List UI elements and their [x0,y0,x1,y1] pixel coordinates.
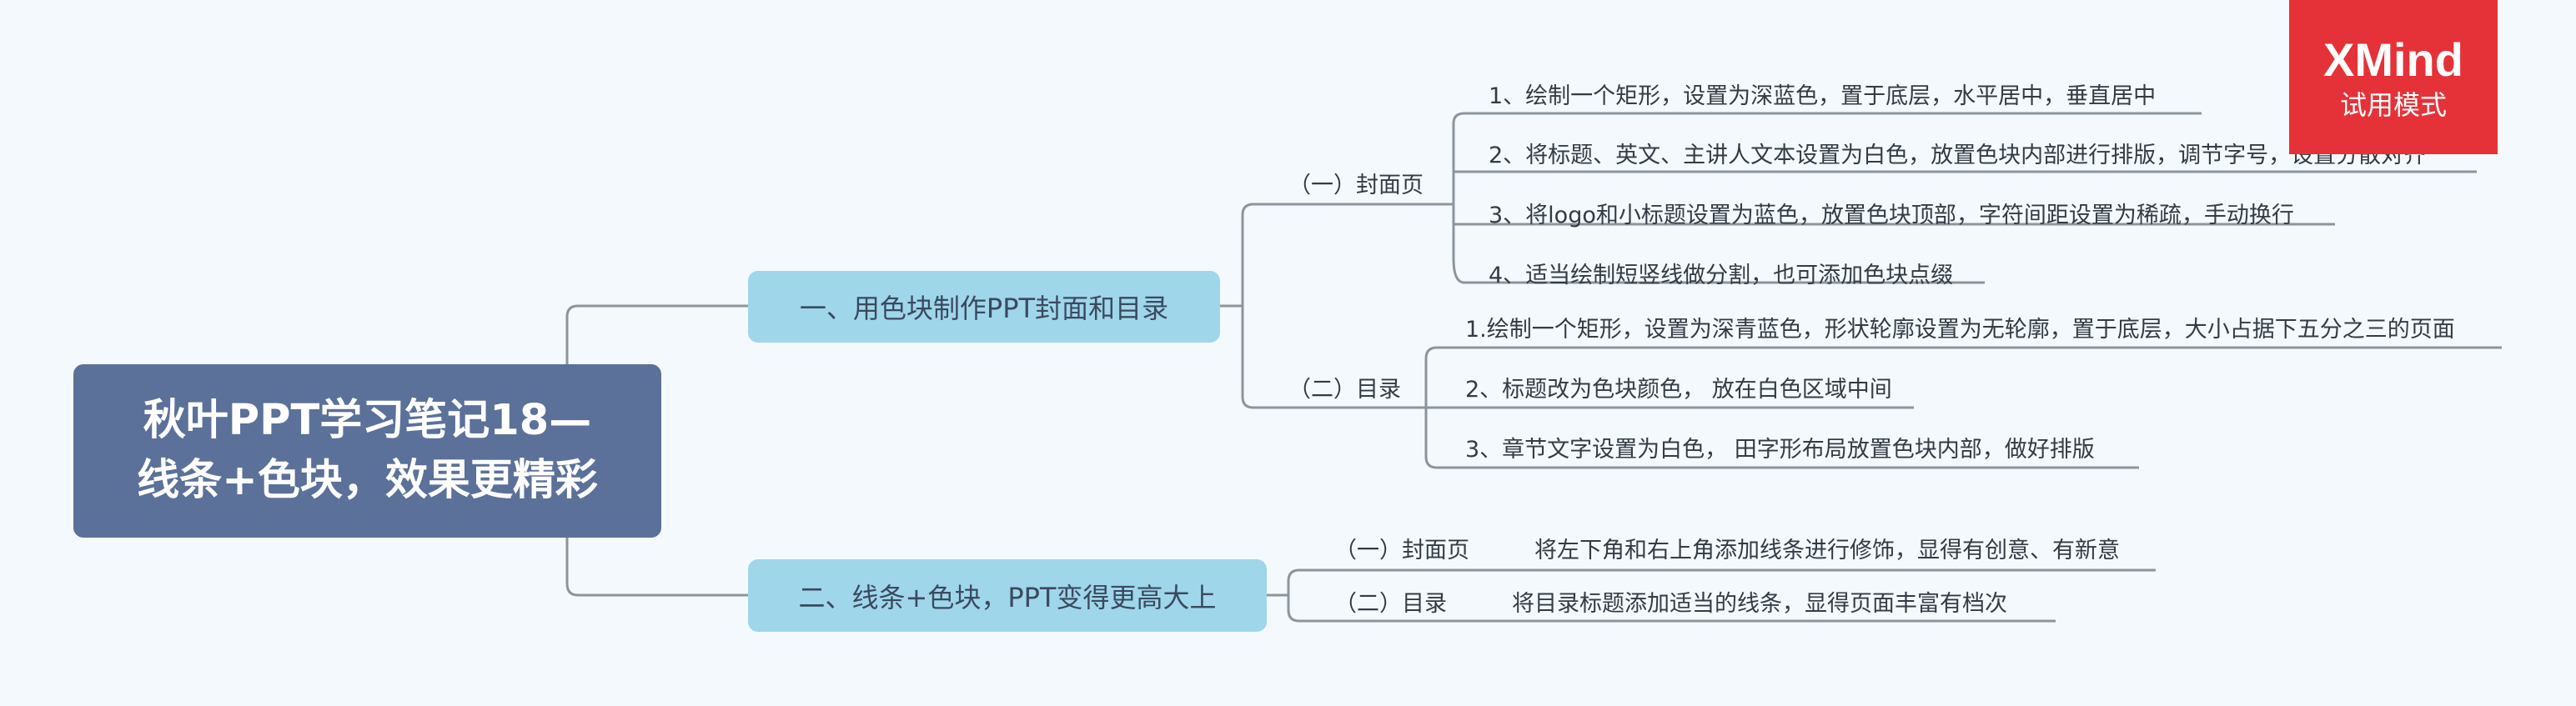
leaf-toc-3[interactable]: 3、章节文字设置为白色， 田字形布局放置色块内部，做好排版 [1465,437,2095,463]
connector-root-main2 [565,538,748,597]
leaf-toc-lines[interactable]: 将目录标题添加适当的线条，显得页面丰富有档次 [1512,591,2007,617]
leaf-cover-3[interactable]: 3、将logo和小标题设置为蓝色，放置色块顶部，字符间距设置为稀疏，手动换行 [1489,203,2294,228]
connector-main1-sub1 [1220,203,1434,308]
leaf-toc-2[interactable]: 2、标题改为色块颜色， 放在白色区域中间 [1465,377,1892,403]
main-topic-2[interactable]: 二、线条+色块，PPT变得更高大上 [748,559,1267,632]
connector-main2-sub2 [1287,595,2056,623]
root-topic-line1: 秋叶PPT学习笔记18— [143,396,592,445]
xmind-trial-watermark: XMind 试用模式 [2289,0,2498,154]
connector-main1-sub2 [1241,306,1409,409]
watermark-brand: XMind [2323,33,2463,86]
root-topic[interactable]: 秋叶PPT学习笔记18— 线条+色块，效果更精彩 [73,364,661,538]
leaf-cover-2[interactable]: 2、将标题、英文、主讲人文本设置为白色，放置色块内部进行排版，调节字号，设置分散… [1489,143,2427,168]
connector-main2-sub1 [1267,568,2156,597]
subtopic-cover-1[interactable]: （一）封面页 [1288,173,1424,198]
subtopic-cover-2[interactable]: （一）封面页 [1334,538,1469,563]
connector-root-main1 [565,304,748,364]
connector-sub1-items [1434,112,2477,284]
leaf-cover-4[interactable]: 4、适当绘制短竖线做分割，也可添加色块点缀 [1489,263,1954,288]
root-topic-line2: 线条+色块，效果更精彩 [137,456,598,505]
subtopic-toc-1[interactable]: （二）目录 [1288,377,1401,403]
main-topic-1[interactable]: 一、用色块制作PPT封面和目录 [748,271,1220,343]
connector-sub2-items [1409,346,2502,469]
leaf-cover-lines[interactable]: 将左下角和右上角添加线条进行修饰，显得有创意、有新意 [1534,538,2120,563]
leaf-toc-1[interactable]: 1.绘制一个矩形，设置为深青蓝色，形状轮廓设置为无轮廓，置于底层，大小占据下五分… [1465,317,2455,343]
leaf-cover-1[interactable]: 1、绘制一个矩形，设置为深蓝色，置于底层，水平居中，垂直居中 [1489,83,2157,109]
watermark-mode: 试用模式 [2339,89,2447,121]
subtopic-toc-2[interactable]: （二）目录 [1334,591,1447,617]
